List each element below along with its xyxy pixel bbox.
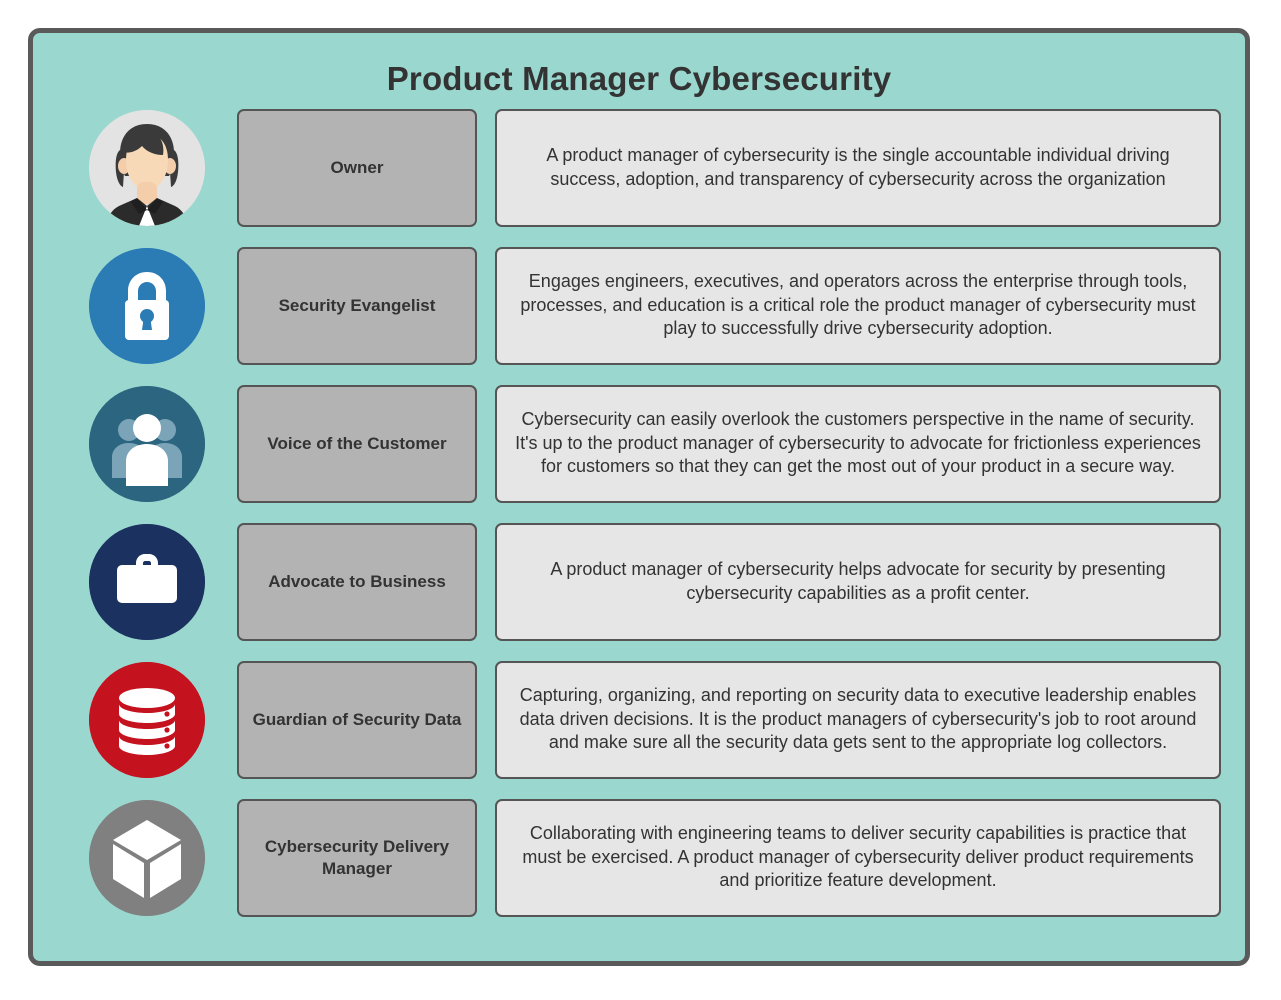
- role-row-security-evangelist: Security Evangelist Engages engineers, e…: [57, 246, 1221, 365]
- role-row-advocate-to-business: Advocate to Business A product manager o…: [57, 522, 1221, 641]
- padlock-icon: [89, 247, 205, 364]
- role-description: Cybersecurity can easily overlook the cu…: [515, 408, 1201, 477]
- woman-avatar-icon: [89, 109, 205, 226]
- role-label: Advocate to Business: [268, 571, 446, 591]
- icon-cell: [57, 247, 237, 365]
- role-row-cybersecurity-delivery-manager: Cybersecurity Delivery Manager Collabora…: [57, 798, 1221, 917]
- role-label-box: Guardian of Security Data: [237, 660, 477, 779]
- role-description-box: A product manager of cybersecurity helps…: [495, 522, 1221, 641]
- role-description: A product manager of cybersecurity helps…: [550, 558, 1166, 603]
- icon-cell: [57, 523, 237, 641]
- role-label: Voice of the Customer: [267, 433, 447, 453]
- role-description: Collaborating with engineering teams to …: [522, 822, 1194, 891]
- role-row-owner: Owner A product manager of cybersecurity…: [57, 108, 1221, 227]
- role-label: Cybersecurity Delivery Manager: [264, 837, 450, 878]
- role-label-box: Security Evangelist: [237, 246, 477, 365]
- page-title: Product Manager Cybersecurity: [386, 60, 892, 97]
- icon-cell: [57, 385, 237, 503]
- role-description-box: A product manager of cybersecurity is th…: [495, 108, 1221, 227]
- icon-cell: [57, 799, 237, 917]
- role-label-box: Voice of the Customer: [237, 384, 477, 503]
- role-label-box: Cybersecurity Delivery Manager: [237, 798, 477, 917]
- role-description: A product manager of cybersecurity is th…: [546, 144, 1170, 189]
- role-label: Guardian of Security Data: [252, 709, 462, 729]
- icon-cell: [57, 661, 237, 779]
- poster-container: Product Manager Cybersecurity: [28, 28, 1250, 966]
- role-row-guardian-of-security-data: Guardian of Security Data Capturing, org…: [57, 660, 1221, 779]
- database-icon: [89, 661, 205, 778]
- cube-box-icon: [89, 799, 205, 916]
- role-row-voice-of-the-customer: Voice of the Customer Cybersecurity can …: [57, 384, 1221, 503]
- role-description-box: Engages engineers, executives, and opera…: [495, 246, 1221, 365]
- role-description-box: Cybersecurity can easily overlook the cu…: [495, 384, 1221, 503]
- icon-cell: [57, 109, 237, 227]
- role-description-box: Collaborating with engineering teams to …: [495, 798, 1221, 917]
- role-label-box: Advocate to Business: [237, 522, 477, 641]
- role-label: Owner: [330, 157, 384, 177]
- role-description: Capturing, organizing, and reporting on …: [519, 684, 1197, 753]
- people-group-icon: [89, 385, 205, 502]
- role-label-box: Owner: [237, 108, 477, 227]
- briefcase-icon: [89, 523, 205, 640]
- role-rows-list: Owner A product manager of cybersecurity…: [33, 108, 1245, 917]
- role-description: Engages engineers, executives, and opera…: [520, 270, 1196, 339]
- role-label: Security Evangelist: [278, 295, 436, 315]
- role-description-box: Capturing, organizing, and reporting on …: [495, 660, 1221, 779]
